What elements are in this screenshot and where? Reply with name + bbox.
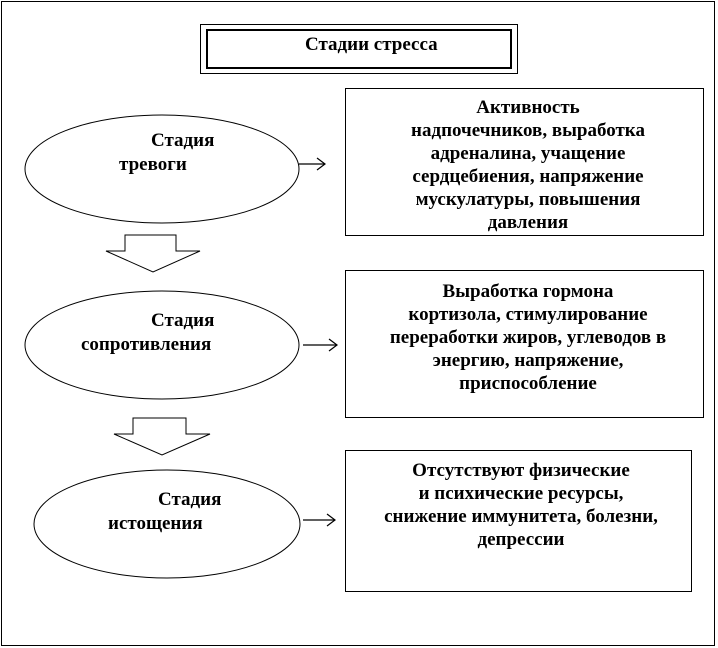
stage-resistance-label-line1: Стадия xyxy=(151,310,215,331)
right-arrow-icon xyxy=(299,157,326,171)
down-arrow-icon xyxy=(113,417,211,456)
stage-exhaustion-description: Отсутствуют физические и психические рес… xyxy=(384,460,658,550)
stage-resistance-label-line2: сопротивления xyxy=(81,334,212,355)
stage-alarm-ellipse: Стадия тревоги xyxy=(24,114,300,224)
right-arrow-icon xyxy=(303,338,338,352)
stage-alarm-label-line2: тревоги xyxy=(119,154,187,175)
stage-exhaustion-label-line1: Стадия xyxy=(158,489,222,510)
stage-exhaustion-ellipse: Стадия истощения xyxy=(33,469,301,579)
stage-alarm-label-line1: Стадия xyxy=(151,130,215,151)
stage-exhaustion-label-line2: истощения xyxy=(108,513,203,534)
stage-resistance-ellipse: Стадия сопротивления xyxy=(24,290,300,400)
stage-alarm-description: Активность надпочечников, выработка адре… xyxy=(411,97,645,233)
stage-resistance-description-box: Выработка гормона кортизола, стимулирова… xyxy=(345,270,704,418)
stage-alarm-description-box: Активность надпочечников, выработка адре… xyxy=(345,88,704,236)
title-inner-border xyxy=(206,29,512,69)
right-arrow-icon xyxy=(303,513,336,527)
stage-exhaustion-description-box: Отсутствуют физические и психические рес… xyxy=(345,450,692,592)
diagram-title: Стадии стресса xyxy=(305,34,438,55)
down-arrow-icon xyxy=(105,234,201,273)
stage-resistance-description: Выработка гормона кортизола, стимулирова… xyxy=(389,281,667,394)
title-box: Стадии стресса xyxy=(200,24,518,74)
